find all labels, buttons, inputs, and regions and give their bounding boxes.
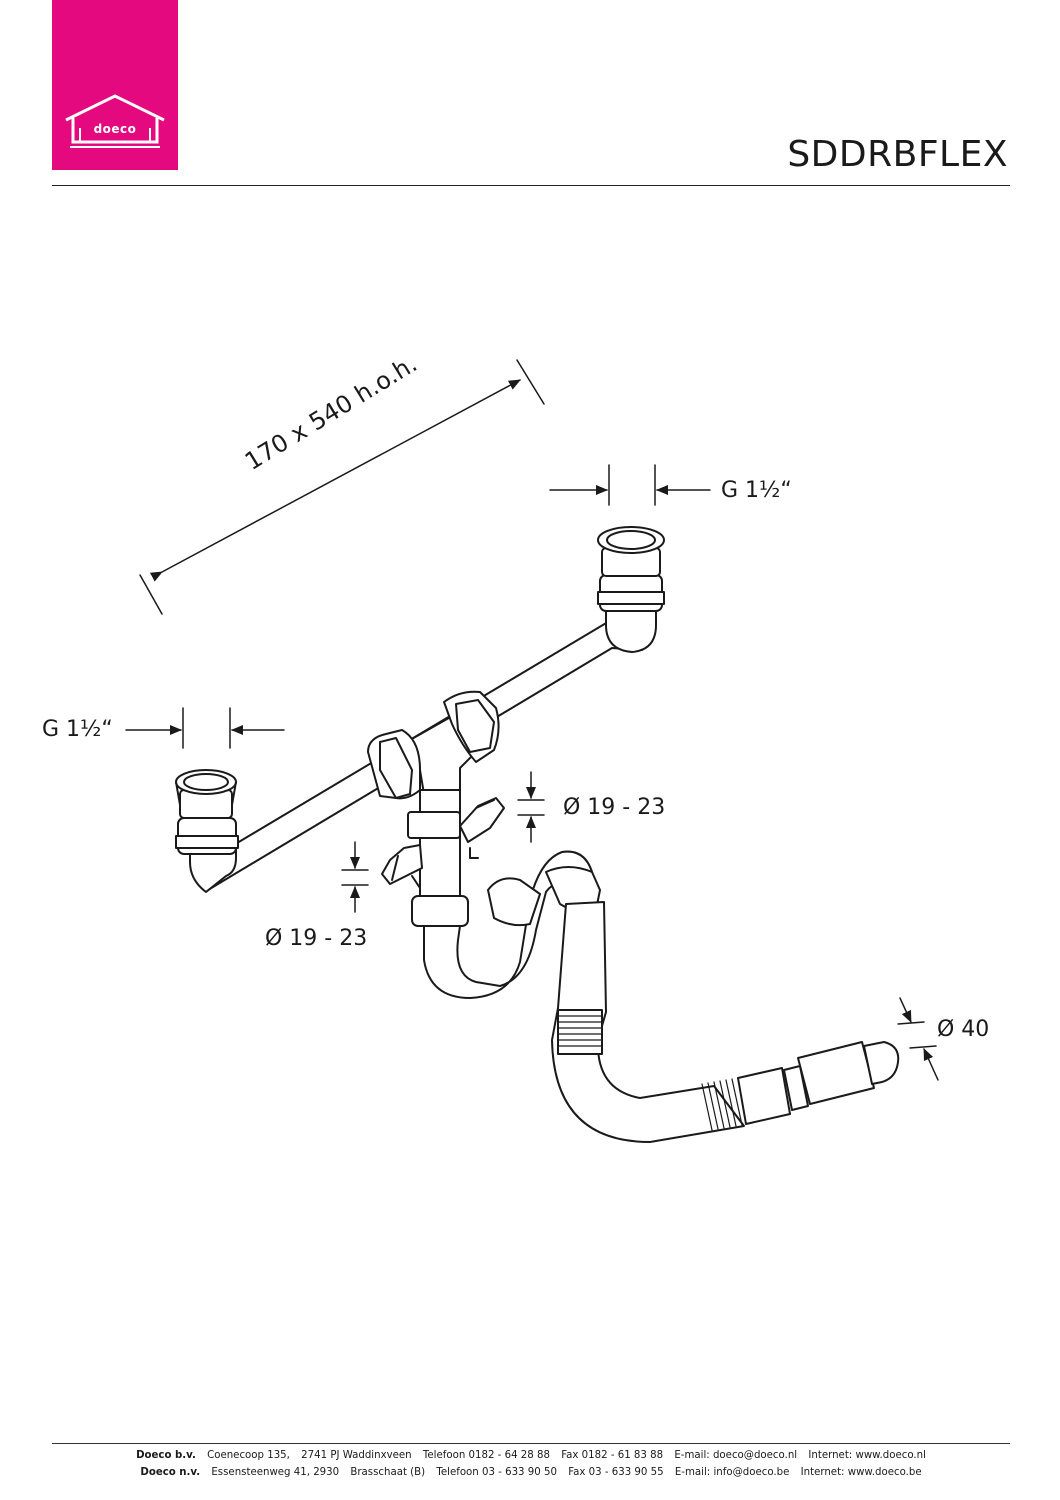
outlet-diameter-dimension: [897, 997, 939, 1081]
thread-label-right: G 1½“: [721, 478, 792, 503]
house-logo-icon: [65, 94, 165, 148]
flexible-hose: [551, 901, 745, 1143]
footer-web-be: Internet: www.doeco.be: [800, 1467, 922, 1478]
footer-email-nl: E-mail: doeco@doeco.nl: [674, 1450, 798, 1461]
brand-name: doeco: [93, 122, 137, 136]
footer-fax-nl: Fax 0182 - 61 83 88: [561, 1450, 664, 1461]
brand-logo: doeco: [52, 0, 178, 170]
thread-dimension-left: [125, 707, 285, 749]
sink-connector-left: [175, 769, 239, 855]
footer-city-be: Brasschaat (B): [350, 1467, 426, 1478]
hose-diameter-label-right: Ø 19 - 23: [563, 795, 666, 820]
hose-corrugation-upper: [557, 1015, 603, 1047]
footer-address-be: Essensteenweg 41, 2930: [211, 1467, 340, 1478]
siphon-trap: [423, 850, 601, 999]
footer-divider: [52, 1443, 1010, 1444]
footer-company-nl: Doeco b.v.: [136, 1450, 196, 1461]
footer-contact-be: Doeco n.v. Essensteenweg 41, 2930 Brassc…: [52, 1467, 1010, 1478]
footer-fax-be: Fax 03 - 633 90 55: [568, 1467, 664, 1478]
header-divider: [52, 185, 1010, 186]
riser-with-hose-nipples: [381, 789, 505, 927]
hose-corrugation-lower: [701, 1078, 743, 1131]
footer-city-nl: 2741 PJ Waddinxveen: [301, 1450, 412, 1461]
footer-address-nl: Coenecoop 135,: [207, 1450, 290, 1461]
footer-web-nl: Internet: www.doeco.nl: [808, 1450, 926, 1461]
footer-phone-nl: Telefoon 0182 - 64 28 88: [422, 1450, 550, 1461]
sink-connector-right: [597, 526, 665, 653]
footer-contact-nl: Doeco b.v. Coenecoop 135, 2741 PJ Waddin…: [52, 1450, 1010, 1461]
spacing-dimension: [139, 359, 545, 615]
product-code: SDDRBFLEX: [787, 134, 1008, 175]
tee-fitting: [367, 690, 500, 801]
hose-diameter-label-left: Ø 19 - 23: [265, 926, 368, 951]
outlet-sleeve: [737, 1041, 900, 1125]
hose-diameter-dimension-right: [517, 771, 545, 843]
footer-phone-be: Telefoon 03 - 633 90 50: [436, 1467, 557, 1478]
hose-diameter-dimension-left: [341, 841, 369, 913]
thread-dimension-right: [549, 464, 711, 506]
footer-company-be: Doeco n.v.: [140, 1467, 201, 1478]
outlet-diameter-label: Ø 40: [937, 1017, 990, 1042]
thread-label-left: G 1½“: [42, 717, 113, 742]
footer-email-be: E-mail: info@doeco.be: [674, 1467, 790, 1478]
